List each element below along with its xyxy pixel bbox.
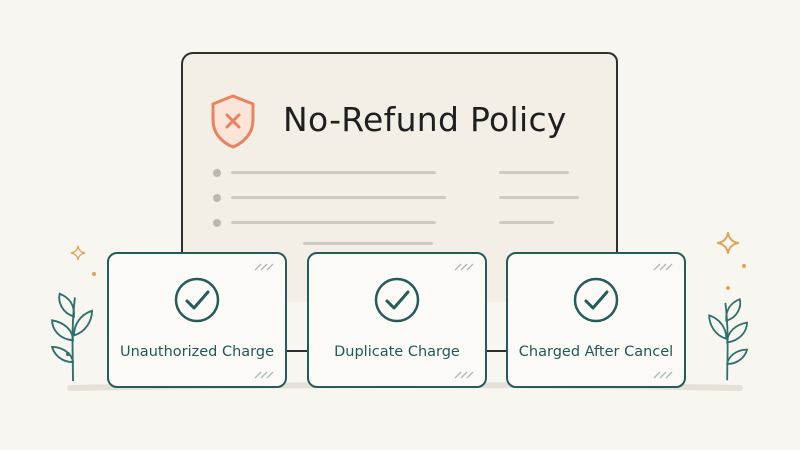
sketch-hatch	[454, 371, 474, 379]
text-line	[499, 171, 569, 174]
bullet-dot	[213, 169, 221, 177]
sketch-hatch	[454, 263, 474, 271]
leaf-sprig-icon	[50, 292, 93, 382]
check-circle-icon	[374, 277, 420, 323]
card-label: Unauthorized Charge	[120, 344, 274, 360]
card-label: Duplicate Charge	[334, 344, 460, 360]
decor-dot	[726, 286, 730, 290]
connector-line	[487, 350, 507, 352]
decor-dot	[742, 264, 746, 268]
text-line	[499, 196, 579, 199]
leaf-sprig-icon	[708, 297, 749, 381]
exception-card-duplicate: Duplicate Charge	[307, 252, 487, 388]
shield-x-icon	[211, 94, 255, 149]
decor-dot	[66, 352, 70, 356]
bullet-dot	[213, 219, 221, 227]
decor-dot	[92, 272, 96, 276]
card-label: Charged After Cancel	[518, 344, 674, 360]
text-line	[499, 221, 554, 224]
sketch-hatch	[254, 371, 274, 379]
check-circle-icon	[174, 277, 220, 323]
sketch-hatch	[254, 263, 274, 271]
exception-card-after-cancel: Charged After Cancel	[506, 252, 686, 388]
text-line	[231, 221, 436, 224]
text-line	[303, 242, 433, 245]
sketch-hatch	[653, 371, 673, 379]
sparkle-icon	[70, 245, 86, 261]
check-circle-icon	[573, 277, 619, 323]
connector-line	[287, 350, 308, 352]
text-line	[231, 171, 436, 174]
exception-card-unauthorized: Unauthorized Charge	[107, 252, 287, 388]
page-title: No-Refund Policy	[283, 100, 567, 139]
text-line	[231, 196, 446, 199]
sparkle-icon	[717, 232, 739, 254]
bullet-dot	[213, 194, 221, 202]
sketch-hatch	[653, 263, 673, 271]
